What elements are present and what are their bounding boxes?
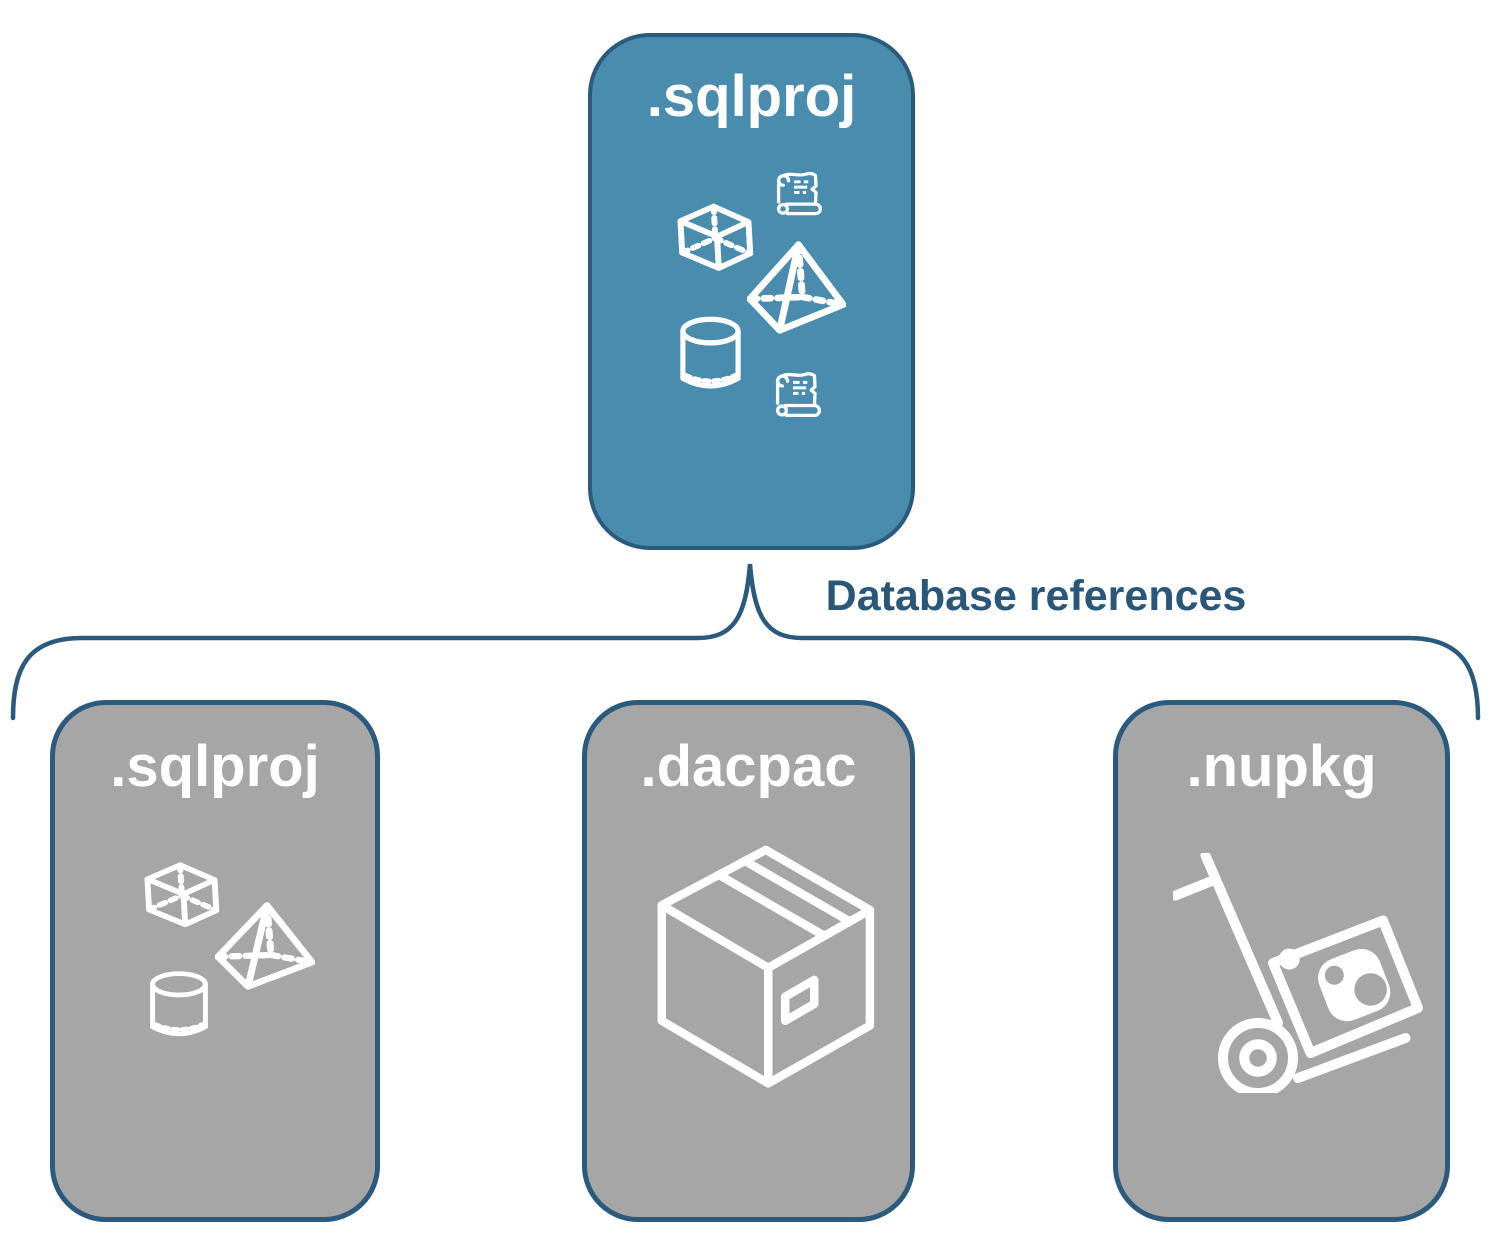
child-node-label: .dacpac [640, 734, 857, 799]
child-node-label: .sqlproj [110, 734, 320, 799]
script-scroll-icon [775, 372, 821, 418]
root-node-sqlproj: .sqlproj [588, 33, 915, 550]
child-node-sqlproj: .sqlproj [50, 700, 380, 1222]
child-node-nupkg: .nupkg [1113, 700, 1450, 1222]
pyramid-icon [215, 902, 315, 990]
cube-icon [144, 862, 220, 928]
root-node-label: .sqlproj [646, 64, 857, 129]
nuget-hand-truck-icon [1173, 853, 1423, 1093]
script-scroll-icon [776, 171, 822, 216]
cylinder-icon [680, 316, 741, 389]
cube-icon [677, 203, 754, 271]
child-node-dacpac: .dacpac [582, 700, 915, 1222]
child-node-label: .nupkg [1186, 734, 1377, 799]
package-box-icon [657, 845, 875, 1088]
pyramid-icon [747, 241, 846, 334]
cylinder-icon [150, 971, 208, 1037]
branch-label: Database references [825, 572, 1247, 620]
